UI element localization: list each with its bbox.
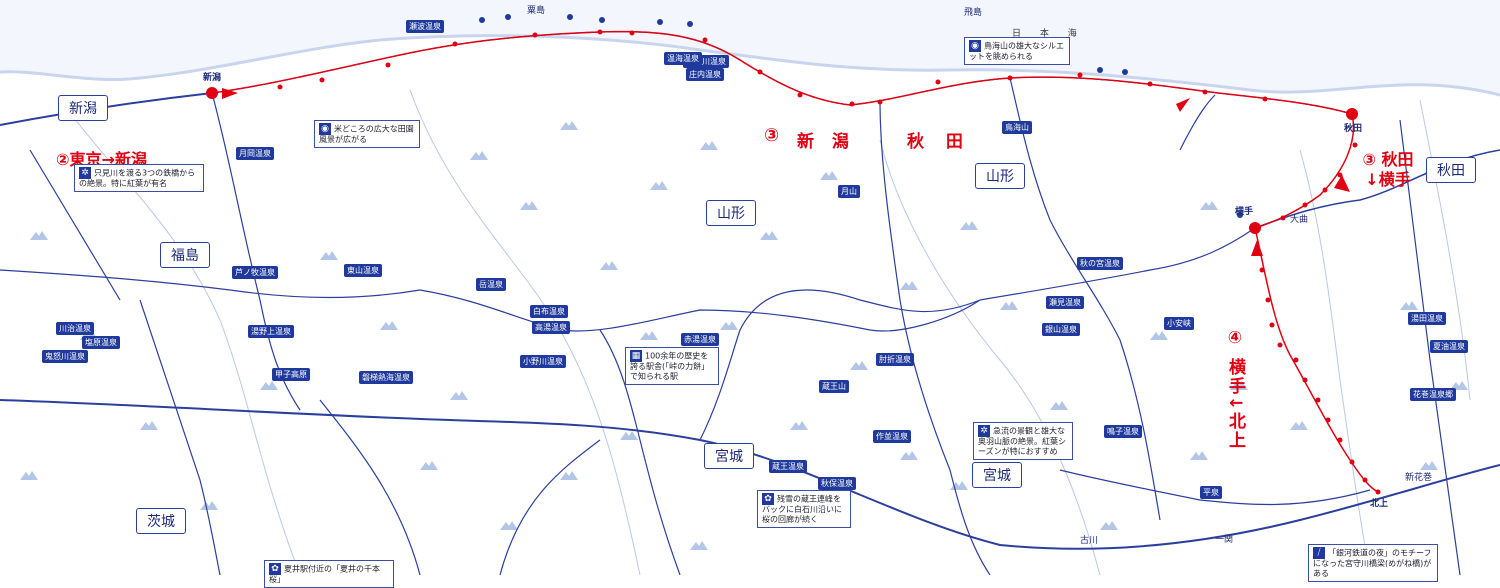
onsen-tag: 肘折温泉 (876, 353, 914, 366)
region-fukushima: 福島 (160, 242, 210, 268)
onsen-tag: 花巻温泉郷 (1410, 388, 1456, 401)
station-oomagari: 大曲 (1290, 215, 1309, 225)
onsen-tag: 小野川温泉 (520, 355, 566, 368)
note-natsui: ✿夏井駅付近の「夏井の千本桜」 (264, 560, 394, 588)
station-shin-hanamaki: 新花巻 (1405, 473, 1433, 483)
onsen-tag: 月岡温泉 (236, 147, 274, 160)
onsen-tag: 瀬波温泉 (406, 20, 444, 33)
onsen-tag: 蔵王山 (819, 380, 849, 393)
tobishima-label: 飛島 (964, 8, 983, 18)
note-miyamori: ⧸「銀河鉄道の夜」のモチーフになった宮守川橋梁(めがね橋)がある (1308, 544, 1438, 582)
station-niigata: 新潟 (203, 73, 222, 83)
route-niigata-akita-to: 秋 田 (907, 132, 971, 152)
onsen-tag: 鳴子温泉 (1104, 425, 1142, 438)
onsen-tag: 白布温泉 (530, 305, 568, 318)
onsen-tag: 湯野上温泉 (248, 325, 294, 338)
station-ichinoseki: 一関 (1215, 535, 1234, 545)
station-icons (479, 14, 1243, 218)
leaf-icon: ✲ (978, 425, 990, 437)
region-ibaraki: 茨城 (136, 508, 186, 534)
route-dots (206, 29, 1381, 495)
sea-area (0, 0, 1500, 95)
arrow-icon (222, 88, 238, 99)
travel-route (211, 30, 1353, 115)
leaf-icon: ✲ (79, 167, 91, 179)
station-kitakami: 北上 (1370, 499, 1389, 509)
onsen-tag: 銀山温泉 (1042, 323, 1080, 336)
note-toge-station: ▦100余年の歴史を誇る駅舎(「峠の力餅」で知られる駅 (625, 347, 719, 385)
onsen-tag: 鬼怒川温泉 (42, 350, 88, 363)
onsen-tag: 温海温泉 (664, 52, 702, 65)
arrow-icon (1251, 240, 1263, 256)
building-icon: ▦ (630, 350, 642, 362)
onsen-tag: 岳温泉 (476, 278, 506, 291)
route-akita-yokote-label: ③ 秋田↓横手 (1362, 150, 1414, 189)
awashima-label: 粟島 (527, 6, 546, 16)
onsen-tag: 甲子高原 (272, 368, 310, 381)
region-yamagata-east: 山形 (975, 163, 1025, 189)
onsen-tag: 作並温泉 (873, 430, 911, 443)
region-miyagi-east: 宮城 (972, 462, 1022, 488)
onsen-tag: 蔵王温泉 (769, 460, 807, 473)
onsen-tag: 芦ノ牧温泉 (232, 266, 278, 279)
station-furukawa: 古川 (1080, 536, 1099, 546)
note-tadami: ✲只見川を渡る3つの鉄橋からの絶景。特に紅葉が有名 (74, 164, 204, 192)
sea-of-japan-label: 日 本 海 (1012, 29, 1085, 39)
onsen-tag: 秋の宮温泉 (1077, 257, 1123, 270)
route-niigata-akita-from: 新 潟 (797, 132, 855, 152)
onsen-tag: 高湯温泉 (532, 321, 570, 334)
note-chokai: ◉鳥海山の雄大なシルエットを眺められる (964, 37, 1070, 65)
note-rice-fields: ◉米どころの広大な田園風景が広がる (314, 120, 420, 148)
onsen-tag: 平泉 (1200, 486, 1222, 499)
note-shiroishi: ✿残雪の蔵王連峰をバックに白石川沿いに桜の回廊が続く (757, 490, 851, 528)
onsen-tag: 湯田温泉 (1408, 312, 1446, 325)
onsen-tag: 月山 (838, 185, 860, 198)
note-naruko: ✲急流の景観と雄大な奥羽山脈の絶景。紅葉シーズンが特におすすめ (973, 422, 1073, 460)
route-yokote-kitakami-label: ④ 横手↓北上 (1225, 328, 1245, 451)
railway-map (0, 0, 1500, 575)
region-miyagi-west: 宮城 (704, 443, 754, 469)
onsen-tag: 赤湯温泉 (681, 333, 719, 346)
flower-icon: ✿ (762, 493, 774, 505)
onsen-tag: 磐梯熱海温泉 (359, 371, 413, 384)
arrow-icon (1176, 98, 1190, 112)
camera-icon: ◉ (319, 123, 331, 135)
station-yokote: 横手 (1235, 207, 1254, 217)
onsen-tag: 鳥海山 (1002, 121, 1032, 134)
coastline (0, 34, 1500, 97)
train-icon: ⧸ (1313, 547, 1325, 559)
onsen-tag: 瀬見温泉 (1046, 296, 1084, 309)
region-niigata: 新潟 (58, 95, 108, 121)
region-yamagata-west: 山形 (706, 200, 756, 226)
onsen-tag: 庄内温泉 (686, 68, 724, 81)
route-south (1254, 113, 1379, 493)
rail-lines (0, 31, 1500, 575)
arrow-icon (1334, 175, 1350, 192)
onsen-tag: 川治温泉 (56, 322, 94, 335)
station-akita: 秋田 (1344, 124, 1363, 134)
camera-icon: ◉ (969, 40, 981, 52)
region-akita: 秋田 (1426, 157, 1476, 183)
onsen-tag: 東山温泉 (344, 264, 382, 277)
route-arrows (222, 88, 1350, 256)
onsen-tag: 塩原温泉 (82, 336, 120, 349)
onsen-tag: 小安峡 (1164, 317, 1194, 330)
mountains (20, 121, 1468, 550)
flower-icon: ✿ (269, 563, 281, 575)
onsen-tag: 夏油温泉 (1430, 340, 1468, 353)
route-niigata-akita-number: ③ (764, 125, 780, 146)
onsen-tag: 秋保温泉 (818, 477, 856, 490)
